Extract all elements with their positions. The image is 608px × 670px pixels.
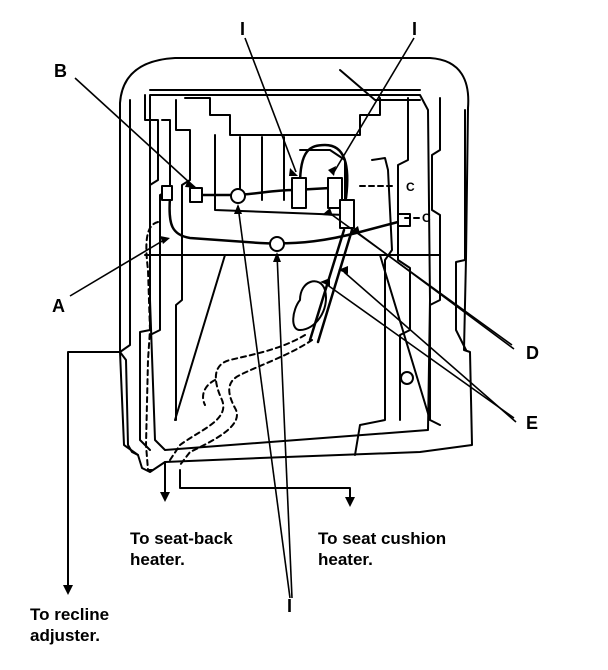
arrowhead-e1 bbox=[320, 278, 330, 286]
caption-recline: To recline adjuster. bbox=[30, 604, 109, 646]
leader-a bbox=[69, 239, 165, 297]
rear-bracket bbox=[214, 134, 346, 216]
arrowhead-seat-cushion bbox=[345, 497, 355, 507]
caption-seat-cushion-line2: heater. bbox=[318, 550, 373, 569]
callout-e: E bbox=[526, 413, 539, 433]
right-frame bbox=[397, 97, 467, 426]
seat-outline bbox=[119, 57, 473, 473]
caption-seat-cushion-line1: To seat cushion bbox=[318, 529, 447, 548]
relay-left bbox=[291, 177, 307, 209]
arrowhead-seat-back bbox=[160, 492, 170, 502]
callout-i-top-left: I bbox=[240, 19, 246, 39]
arrowhead-recline bbox=[63, 585, 73, 595]
arrowhead-i-top-left bbox=[289, 168, 298, 176]
leader-i-top-right bbox=[333, 37, 415, 173]
callout-d: D bbox=[526, 343, 539, 363]
dashed-wire-3 bbox=[202, 379, 216, 406]
caption-seat-back-line2: heater. bbox=[130, 550, 185, 569]
caption-seat-back-line1: To seat-back bbox=[130, 529, 233, 548]
dashed-wire-2 bbox=[179, 339, 313, 466]
recline-lead bbox=[67, 351, 121, 591]
top-diagonal bbox=[339, 69, 421, 101]
caption-seat-back: To seat-back heater. bbox=[130, 528, 233, 570]
callout-b: B bbox=[54, 61, 67, 81]
small-hole bbox=[400, 371, 414, 385]
caption-recline-line1: To recline bbox=[30, 605, 110, 624]
leader-i-bottom-1 bbox=[237, 205, 291, 599]
seat-cushion-lead bbox=[179, 469, 351, 501]
rear-frame bbox=[184, 97, 381, 136]
leader-e-1 bbox=[325, 283, 515, 419]
connector-left-2 bbox=[189, 187, 203, 203]
leader-e-2 bbox=[343, 271, 517, 423]
right-frame-inner bbox=[354, 157, 393, 456]
arrowhead-i-top-right bbox=[328, 166, 336, 176]
arrowhead-e2 bbox=[338, 266, 348, 274]
clip-circle-left bbox=[230, 188, 246, 204]
leader-i-bottom-2 bbox=[276, 253, 293, 599]
clip-circle-center bbox=[269, 236, 285, 252]
leader-b bbox=[74, 77, 191, 184]
relay-block bbox=[339, 199, 355, 229]
callout-i-bottom: I bbox=[287, 596, 293, 616]
callout-i-top-right: I bbox=[412, 19, 418, 39]
connector-c-mark-1: C bbox=[406, 180, 415, 194]
cable-e bbox=[316, 228, 354, 344]
seat-pan-inner bbox=[149, 94, 431, 451]
caption-seat-cushion: To seat cushion heater. bbox=[318, 528, 446, 570]
caption-recline-line2: adjuster. bbox=[30, 626, 100, 645]
relay-right bbox=[327, 177, 343, 209]
arrowhead-a bbox=[160, 236, 170, 244]
connector-left-1 bbox=[161, 185, 173, 201]
dashed-left bbox=[145, 221, 159, 471]
left-frame-inner bbox=[175, 99, 191, 421]
oval-hole bbox=[292, 280, 327, 331]
dashed-wire-1 bbox=[169, 334, 306, 461]
harness-loop bbox=[298, 143, 349, 200]
leader-d-2 bbox=[353, 229, 515, 350]
leader-i-top-left bbox=[244, 37, 297, 173]
callout-a: A bbox=[52, 296, 65, 316]
connector-right bbox=[397, 213, 411, 227]
connector-c-mark-2: C bbox=[422, 211, 431, 225]
